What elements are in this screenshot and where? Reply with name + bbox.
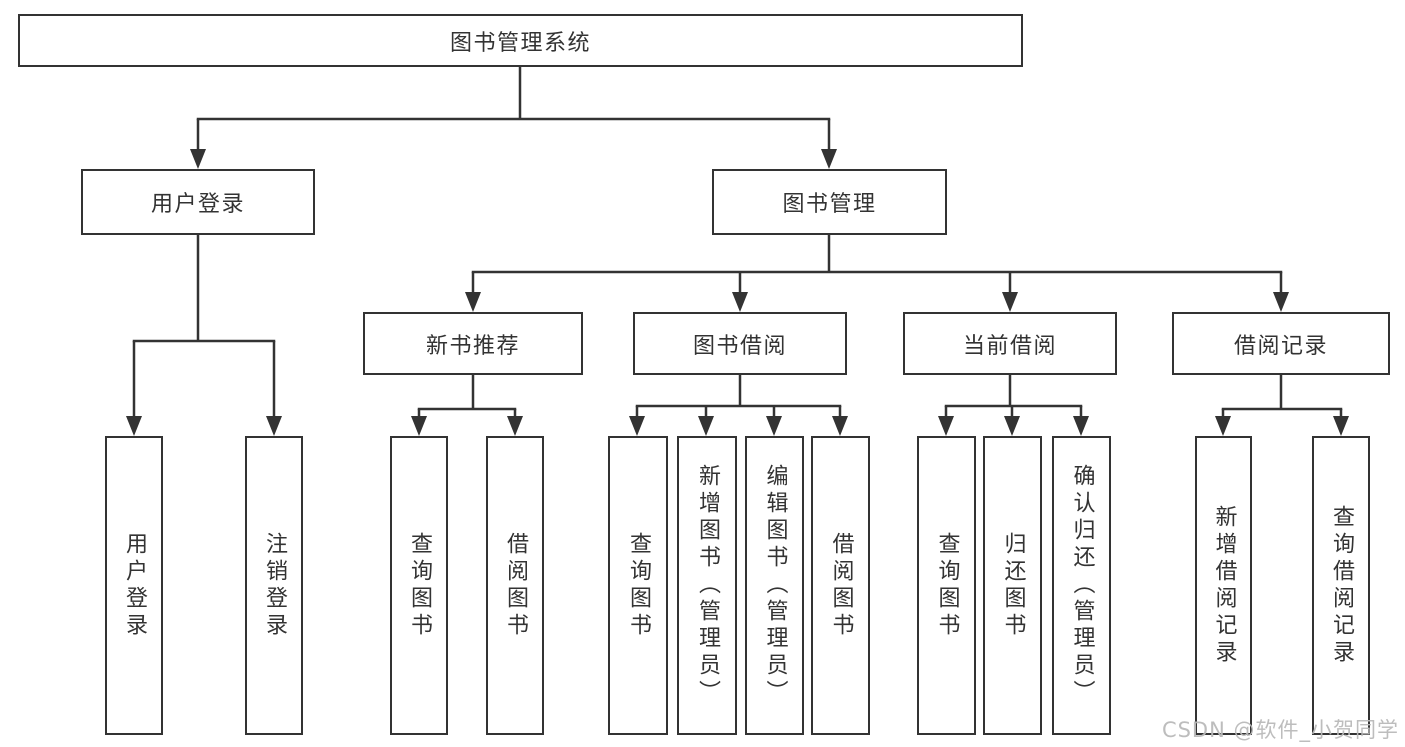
leaf-borrow-books-borrowing: 借阅图书 bbox=[811, 436, 870, 735]
leaf-add-book-admin: 新增图书（管理员） bbox=[677, 436, 737, 735]
node-current-borrow: 当前借阅 bbox=[903, 312, 1117, 375]
csdn-watermark: CSDN @软件_小贺同学 bbox=[1161, 718, 1399, 742]
node-borrow-records: 借阅记录 bbox=[1172, 312, 1390, 375]
leaf-query-books-newbooks: 查询图书 bbox=[390, 436, 448, 735]
leaf-borrow-books-newbooks: 借阅图书 bbox=[486, 436, 544, 735]
leaf-query-books-borrowing: 查询图书 bbox=[608, 436, 668, 735]
node-book-borrow: 图书借阅 bbox=[633, 312, 847, 375]
leaf-edit-book-admin: 编辑图书（管理员） bbox=[745, 436, 804, 735]
leaf-logout: 注销登录 bbox=[245, 436, 303, 735]
arrowheads bbox=[126, 149, 1349, 436]
leaf-return-book: 归还图书 bbox=[983, 436, 1042, 735]
node-user-login: 用户登录 bbox=[81, 169, 315, 235]
leaf-user-login: 用户登录 bbox=[105, 436, 163, 735]
leaf-add-borrow-record: 新增借阅记录 bbox=[1195, 436, 1252, 735]
node-new-book-recommend: 新书推荐 bbox=[363, 312, 583, 375]
node-library-system: 图书管理系统 bbox=[18, 14, 1023, 67]
node-book-management: 图书管理 bbox=[712, 169, 947, 235]
leaf-query-borrow-record: 查询借阅记录 bbox=[1312, 436, 1370, 735]
leaf-query-books-current: 查询图书 bbox=[917, 436, 976, 735]
leaf-confirm-return-admin: 确认归还（管理员） bbox=[1052, 436, 1111, 735]
